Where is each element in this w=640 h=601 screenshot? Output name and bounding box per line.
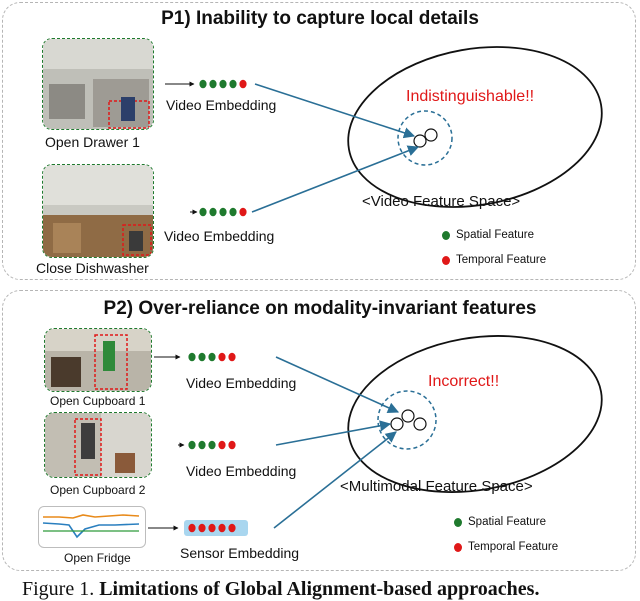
cluster-dashed-circle-p2	[377, 390, 437, 450]
embedding-dot-p1-2-4	[239, 207, 247, 217]
figure-caption-title: Limitations of Global Alignment-based ap…	[99, 578, 540, 600]
clip-caption-open-cupboard-1: Open Cupboard 1	[50, 394, 146, 408]
video-thumbnail-close-dishwasher	[42, 164, 154, 258]
point-p2-a	[390, 417, 404, 431]
embedding-label-p2-2: Video Embedding	[186, 463, 297, 479]
legend-spatial-label: Spatial Feature	[468, 516, 546, 528]
embedding-dot-p2-1-1	[198, 352, 206, 362]
embedding-dot-p2-1-4	[228, 352, 236, 362]
legend-green-dot	[442, 230, 450, 240]
embedding-label-p1-2: Video Embedding	[164, 228, 275, 244]
legend-p2-spatial: Spatial Feature	[454, 516, 546, 528]
point-p1-a	[413, 134, 427, 148]
clip-caption-open-cupboard-2: Open Cupboard 2	[50, 483, 146, 497]
panel-p2	[2, 290, 636, 571]
embedding-dot-p2-2-2	[208, 440, 216, 450]
embedding-dot-p2-3-1	[198, 523, 206, 533]
annotation-indistinguishable: Indistinguishable!!	[406, 88, 535, 105]
embedding-dot-p2-2-1	[198, 440, 206, 450]
embedding-dot-p1-1-4	[239, 79, 247, 89]
legend-temporal-label: Temporal Feature	[468, 541, 559, 553]
feature-space-ellipse-p1	[347, 46, 603, 208]
embedding-dot-p1-1-2	[219, 79, 227, 89]
arrow-p1-2	[251, 145, 420, 213]
arrow-p2-2	[275, 420, 392, 446]
panel-p1-title: P1) Inability to capture local details	[161, 8, 479, 29]
legend-p2-temporal: Temporal Feature	[454, 541, 558, 553]
legend-p1-temporal: Temporal Feature	[442, 254, 546, 266]
arrow-p2-3	[273, 431, 397, 529]
panel-p1	[2, 2, 636, 280]
video-thumbnail-open-drawer	[42, 38, 154, 130]
panel-p2-title: P2) Over-reliance on modality-invariant …	[103, 298, 537, 319]
clip-caption-open-drawer: Open Drawer 1	[45, 134, 140, 150]
embedding-dot-p2-1-3	[218, 352, 226, 362]
figure-caption: Figure 1. Limitations of Global Alignmen…	[22, 578, 539, 601]
point-p2-b	[401, 409, 415, 423]
embedding-dot-p1-1-1	[209, 79, 217, 89]
sensor-plot-open-fridge	[38, 506, 146, 548]
feature-space-ellipse-p2	[347, 335, 603, 493]
video-thumbnail-open-cupboard-1	[44, 328, 152, 392]
video-frame-open-cupboard-2	[45, 413, 151, 477]
embedding-dot-p1-1-3	[229, 79, 237, 89]
clip-caption-open-fridge: Open Fridge	[64, 551, 131, 565]
point-p1-b	[424, 128, 438, 142]
embedding-dot-p2-1-2	[208, 352, 216, 362]
multimodal-feature-space-label: <Multimodal Feature Space>	[340, 478, 533, 495]
arrow-p1-1	[254, 83, 416, 139]
legend-red-dot	[442, 255, 450, 265]
embedding-dot-p2-1-0	[188, 352, 196, 362]
embedding-vectors	[188, 79, 247, 533]
embedding-label-p2-1: Video Embedding	[186, 375, 297, 391]
figure-caption-prefix: Figure 1.	[22, 578, 95, 600]
video-frame-open-cupboard-1	[45, 329, 151, 391]
embedding-dot-p2-3-0	[188, 523, 196, 533]
legend-red-dot	[454, 542, 462, 552]
embedding-dot-p1-2-1	[209, 207, 217, 217]
legend-p1-spatial: Spatial Feature	[442, 229, 534, 241]
embedding-dot-p2-3-4	[228, 523, 236, 533]
embedding-dot-p2-2-0	[188, 440, 196, 450]
embedding-dot-p1-2-0	[199, 207, 207, 217]
legend-spatial-label: Spatial Feature	[456, 229, 534, 241]
embedding-dot-p1-2-3	[229, 207, 237, 217]
video-frame-close-dishwasher	[43, 165, 153, 257]
sensor-signal-lines	[42, 514, 140, 539]
video-frame-open-drawer	[43, 39, 153, 129]
embedding-dot-p1-2-2	[219, 207, 227, 217]
embedding-dot-p2-2-4	[228, 440, 236, 450]
embedding-dot-p2-3-2	[208, 523, 216, 533]
embedding-dot-p1-1-0	[199, 79, 207, 89]
embedding-label-p1-1: Video Embedding	[166, 97, 277, 113]
point-p2-c	[413, 417, 427, 431]
embedding-label-p2-3: Sensor Embedding	[180, 545, 300, 561]
legend-green-dot	[454, 517, 462, 527]
clip-caption-close-dishwasher: Close Dishwasher	[36, 260, 149, 276]
video-thumbnail-open-cupboard-2	[44, 412, 152, 478]
arrow-p2-1	[275, 356, 400, 413]
embedding-dot-p2-2-3	[218, 440, 226, 450]
annotation-incorrect: Incorrect!!	[428, 373, 500, 390]
legend-temporal-label: Temporal Feature	[456, 254, 547, 266]
embedding-dot-p2-3-3	[218, 523, 226, 533]
cluster-dashed-circle-p1	[397, 110, 453, 166]
